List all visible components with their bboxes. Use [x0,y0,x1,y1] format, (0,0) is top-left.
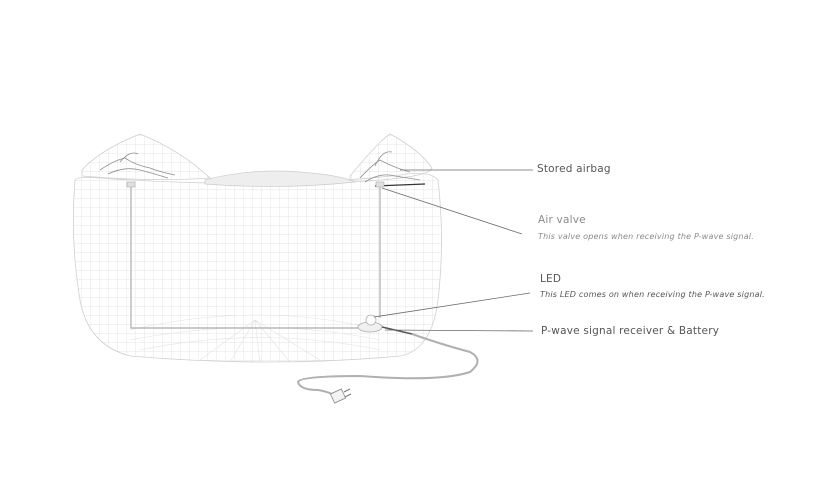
power-cord [296,333,479,397]
internal-air-tube [130,186,381,329]
leader-led [373,292,531,318]
callout-led-title: LED [540,273,562,285]
cushion-body [72,172,442,363]
led-and-receiver [357,314,413,335]
plug [329,388,352,404]
stored-airbag-folds [81,133,433,187]
leader-air-valve [381,187,523,235]
callout-air-valve-title: Air valve [538,214,586,226]
air-valve-fittings [126,181,385,188]
callout-stored-airbag-title: Stored airbag [537,163,611,175]
callout-air-valve-description: This valve opens when receiving the P-wa… [538,232,754,241]
callout-receiver-battery-title: P-wave signal receiver & Battery [541,325,720,337]
leader-receiver-battery [384,329,534,332]
callout-led-description: This LED comes on when receiving the P-w… [540,290,765,299]
leader-lines [373,169,534,332]
